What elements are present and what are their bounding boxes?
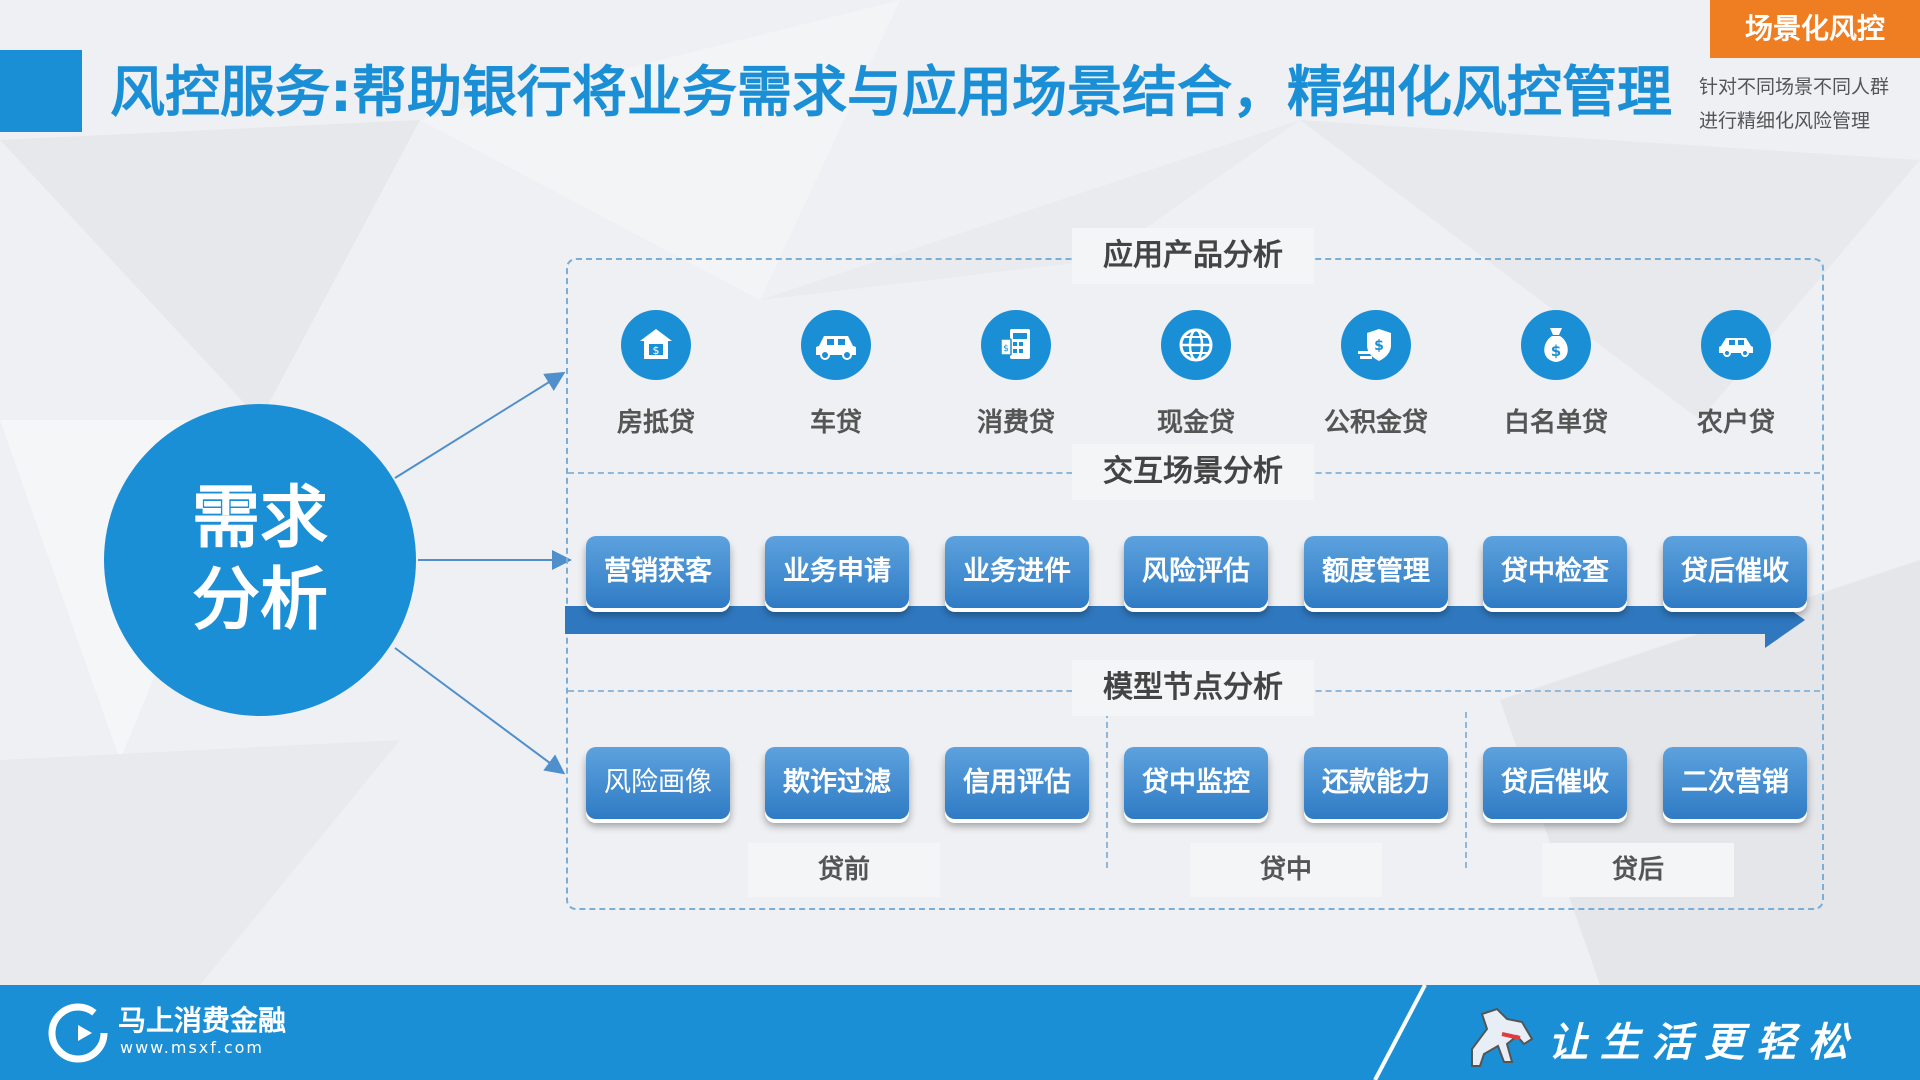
house-dollar-icon: $ [621,310,691,380]
flow-step-marketing[interactable]: 营销获客 [586,536,730,608]
small-car-icon [1701,310,1771,380]
flow-step-collection[interactable]: 贷后催收 [1663,536,1807,608]
product-label: 公积金贷 [1323,408,1428,438]
connector-top [394,371,566,479]
shield-dollar-icon: $ [1341,310,1411,380]
product-label: 消费贷 [976,408,1055,438]
flow-step-risk-assessment[interactable]: 风险评估 [1124,536,1268,608]
model-node-risk-profile[interactable]: 风险画像 [586,747,730,819]
product-label: 农户贷 [1696,408,1775,438]
svg-text:$: $ [653,344,660,357]
connector-bottom [394,647,566,775]
product-whitelist-loan[interactable]: $ 白名单贷 [1476,310,1636,439]
demand-line-2: 分析 [191,561,328,640]
stage-post-loan: 贷后 [1542,843,1734,897]
horse-icon [1471,1007,1534,1067]
brand-name: 马上消费金融 [118,1004,287,1037]
model-node-credit-evaluation[interactable]: 信用评估 [945,747,1089,819]
model-node-in-loan-monitoring[interactable]: 贷中监控 [1124,747,1268,819]
product-cash-loan[interactable]: 现金贷 [1116,310,1276,439]
footer-slogan: 让生活更轻松 [1548,1019,1860,1066]
section-product-analysis: 应用产品分析 [1072,228,1314,284]
footer-bar [0,985,1920,1080]
brand-url: www.msxf.com [120,1038,264,1057]
product-farmer-loan[interactable]: 农户贷 [1656,310,1816,439]
flow-step-submission[interactable]: 业务进件 [945,536,1089,608]
svg-text:$: $ [1374,338,1384,354]
page-title: 风控服务:帮助银行将业务需求与应用场景结合，精细化风控管理 [110,60,1672,124]
title-accent-bar [0,50,82,132]
model-node-repayment-ability[interactable]: 还款能力 [1304,747,1448,819]
globe-icon [1161,310,1231,380]
product-consumer-loan[interactable]: $ 消费贷 [936,310,1096,439]
product-car-loan[interactable]: 车贷 [756,310,916,439]
product-label: 白名单贷 [1503,408,1608,438]
product-label: 车贷 [809,408,862,438]
demand-line-1: 需求 [191,479,328,558]
scenario-tag: 场景化风控 [1710,0,1920,58]
demand-analysis-circle: 需求 分析 [104,404,416,716]
svg-text:$: $ [1003,344,1009,354]
product-provident-fund-loan[interactable]: $ 公积金贷 [1296,310,1456,439]
brand-logo-icon [48,1003,108,1063]
model-node-remarketing[interactable]: 二次营销 [1663,747,1807,819]
separator-stage-2 [1465,712,1467,868]
section-model-analysis: 模型节点分析 [1072,660,1314,716]
model-node-collection[interactable]: 贷后催收 [1483,747,1627,819]
car-icon [801,310,871,380]
money-bag-icon: $ [1521,310,1591,380]
tag-line-2: 进行精细化风险管理 [1699,110,1871,132]
stage-in-loan: 贷中 [1190,843,1382,897]
process-flow-arrow [565,592,1805,648]
tag-line-1: 针对不同场景不同人群 [1699,76,1890,98]
model-node-fraud-filter[interactable]: 欺诈过滤 [765,747,909,819]
product-label: 房抵贷 [616,408,695,438]
separator-stage-1 [1106,712,1108,868]
footer-divider [1373,985,1427,1080]
scenario-tag-description: 针对不同场景不同人群 进行精细化风险管理 [1699,70,1914,138]
flow-step-application[interactable]: 业务申请 [765,536,909,608]
section-interaction-analysis: 交互场景分析 [1072,444,1314,500]
flow-step-credit-limit[interactable]: 额度管理 [1304,536,1448,608]
stage-pre-loan: 贷前 [748,843,940,897]
flow-step-in-loan-check[interactable]: 贷中检查 [1483,536,1627,608]
product-label: 现金贷 [1156,408,1235,438]
svg-text:$: $ [1551,342,1561,360]
product-house-loan[interactable]: $ 房抵贷 [576,310,736,439]
calculator-icon: $ [981,310,1051,380]
